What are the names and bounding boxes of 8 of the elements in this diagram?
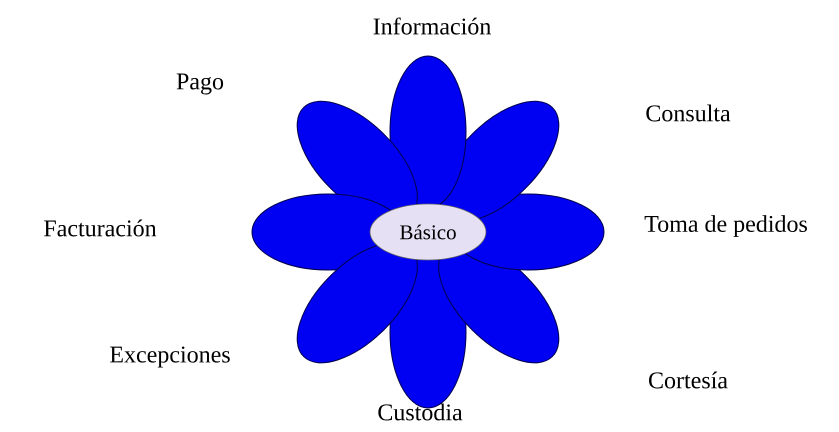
petal-label: Excepciones — [110, 346, 230, 368]
petal-label: Consulta — [646, 104, 730, 122]
petal-label: Pago — [176, 74, 224, 94]
petal-label: Facturación — [44, 220, 156, 236]
petal-label: Toma de pedidos — [644, 215, 807, 237]
petal-label: Cortesía — [649, 372, 728, 388]
petal-label: Custodia — [378, 404, 462, 420]
petal-label: Información — [374, 17, 491, 35]
